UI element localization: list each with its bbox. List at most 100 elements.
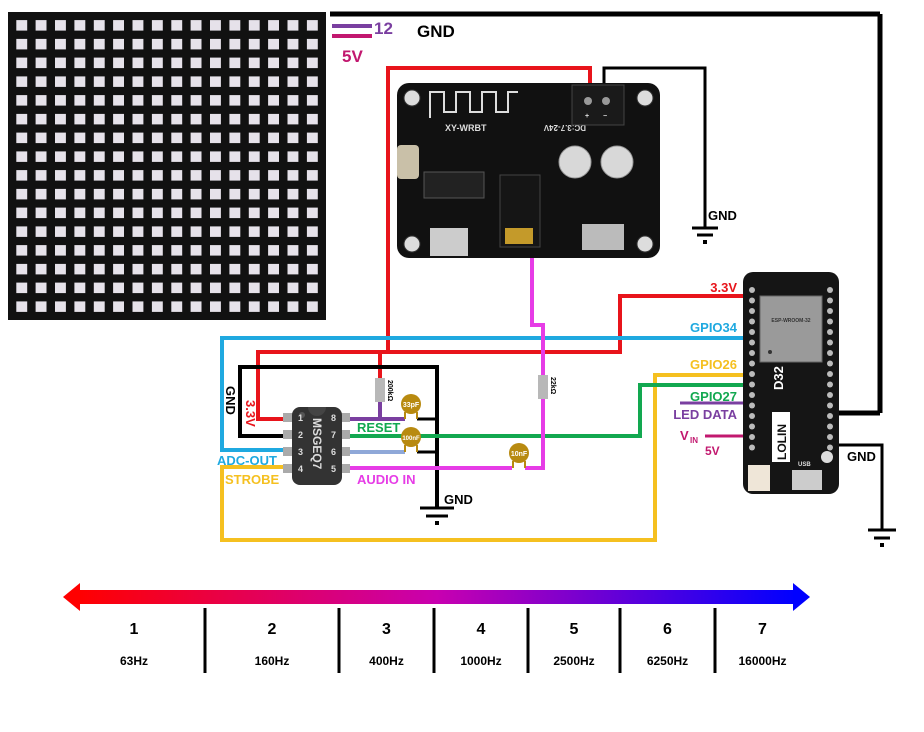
led-pixel [113, 188, 124, 200]
led-pixel [229, 207, 241, 219]
label-cap-10nf: 10nF [511, 451, 528, 458]
label-vin-sub: IN [690, 436, 698, 445]
led-pixel [35, 301, 47, 312]
led-pixel [268, 245, 279, 256]
led-pixel [132, 245, 144, 256]
led-pixel [268, 301, 279, 312]
label-gpio34: GPIO34 [690, 320, 738, 335]
led-pixel [229, 263, 241, 275]
led-pixel [287, 245, 299, 256]
led-pixel [132, 301, 144, 312]
led-pixel [35, 76, 47, 87]
led-pixel [287, 170, 299, 181]
led-pixel [210, 132, 221, 144]
band-number: 6 [663, 621, 672, 638]
led-pixel [190, 20, 202, 31]
led-pixel [287, 226, 299, 237]
led-pixel [93, 20, 105, 31]
led-pixel [16, 132, 28, 144]
led-pixel [35, 263, 47, 275]
esp32-header-pin [827, 371, 833, 377]
led-pixel [132, 207, 144, 219]
led-pixel [55, 95, 66, 106]
led-pixel [287, 282, 299, 294]
led-pixel [132, 188, 144, 200]
led-pixel [210, 245, 221, 256]
led-pixel [229, 170, 241, 181]
esp32-header-pin [749, 413, 755, 419]
esp32-header-pin [749, 360, 755, 367]
label-msgeq7-vdd: 3.3V [243, 400, 258, 427]
led-pixel [113, 132, 124, 144]
led-pixel [248, 132, 260, 144]
led-pixel [248, 95, 260, 106]
led-pixel [248, 188, 260, 200]
led-pixel [248, 301, 260, 312]
led-pixel [35, 226, 47, 237]
led-pixel [190, 245, 202, 256]
led-pixel [93, 170, 105, 181]
esp32-model-label: D32 [771, 366, 786, 390]
led-pixel [268, 282, 279, 294]
led-pixel [151, 76, 163, 87]
esp32-header-pin [827, 413, 833, 419]
led-pixel [248, 226, 260, 237]
band-number: 4 [477, 621, 486, 638]
led-pixel [210, 207, 221, 219]
esp32-header-pin [749, 381, 755, 388]
bt-silk-model: XY-WRBT [445, 123, 487, 133]
led-pixel [35, 57, 47, 69]
bt-power-terminal [571, 84, 625, 126]
led-pixel [93, 188, 105, 200]
led-pixel [55, 113, 66, 125]
led-pixel [16, 20, 28, 31]
led-pixel [210, 301, 221, 312]
led-pixel [229, 76, 241, 87]
led-pixel [74, 207, 86, 219]
msgeq7-pin-number: 2 [298, 430, 303, 440]
led-pixel [74, 132, 86, 144]
led-pixel [132, 113, 144, 125]
led-pixel [113, 113, 124, 125]
label-msgeq7-ground: GND [444, 492, 473, 507]
capacitor-100nf: 100nF [401, 427, 421, 452]
esp32-header-pin [827, 339, 833, 346]
bt-antenna-trace [429, 91, 518, 118]
led-pixel [93, 95, 105, 106]
led-pixel [268, 113, 279, 125]
led-pixel [268, 226, 279, 237]
led-pixel [268, 38, 279, 50]
led-pixel [113, 282, 124, 294]
band-number: 7 [758, 621, 767, 638]
esp32-header-pin [827, 392, 833, 398]
led-pixel [306, 226, 318, 237]
label-msgeq7-gnd: GND [223, 386, 238, 415]
led-pixel [306, 132, 318, 144]
led-pixel [268, 132, 279, 144]
led-pixel [171, 151, 183, 162]
led-pixel [93, 282, 105, 294]
esp32-mount-hole [821, 451, 833, 463]
esp32-header-pin [749, 329, 755, 335]
bt-audio-jack-contact [505, 228, 533, 244]
led-pixel [248, 38, 260, 50]
band-number: 3 [382, 621, 391, 638]
led-pixel [16, 170, 28, 181]
led-pixel [74, 95, 86, 106]
led-pixel [74, 38, 86, 50]
resistor-22k [538, 375, 548, 399]
msgeq7-body [292, 407, 342, 485]
bt-capacitor-1 [558, 145, 592, 179]
led-pixel [171, 188, 183, 200]
led-pixel [268, 170, 279, 181]
led-pixel [151, 245, 163, 256]
bt-terminal-minus: − [603, 113, 607, 120]
esp32-header-pin [749, 444, 755, 451]
led-pixel [248, 151, 260, 162]
led-pixel [287, 151, 299, 162]
led-pixel [171, 301, 183, 312]
led-pixel [93, 113, 105, 125]
led-pixel [210, 113, 221, 125]
esp32-header-pin [827, 308, 833, 314]
